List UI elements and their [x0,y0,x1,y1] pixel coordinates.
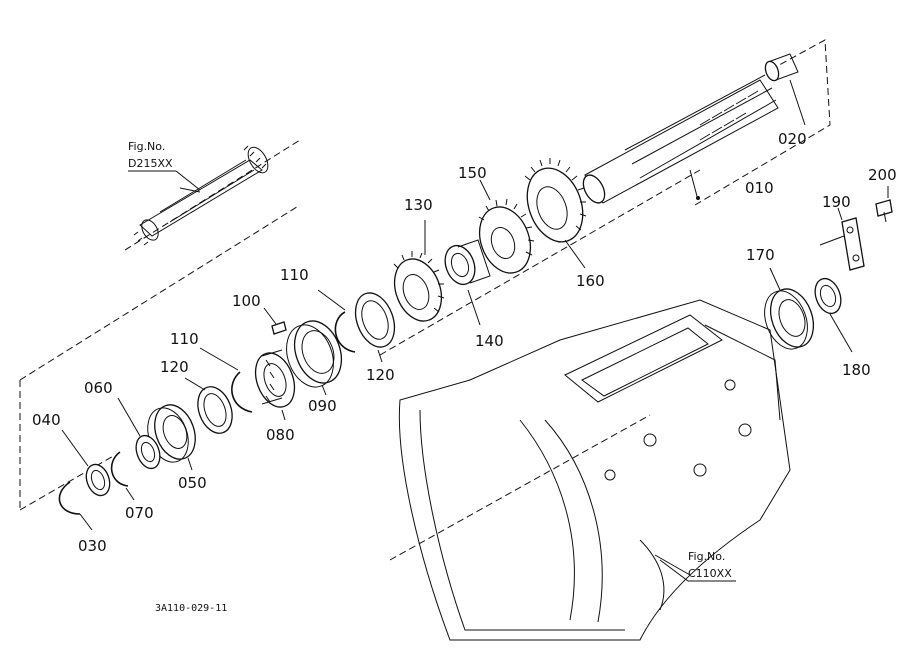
label-010: 010 [745,179,774,197]
main-shaft-010 [582,74,779,204]
label-200: 200 [868,166,897,184]
subfigure-shaft-d215 [124,139,301,251]
circlip-110-upper [317,289,356,353]
label-060: 060 [84,379,113,397]
label-070: 070 [125,504,154,522]
label-190: 190 [822,193,851,211]
bushing-020 [764,53,806,126]
fig-ref-label-top: Fig.No. [128,140,165,153]
circlip-070 [110,451,135,501]
transmission-case [398,299,791,641]
label-050: 050 [178,474,207,492]
label-130: 130 [404,196,433,214]
label-090: 090 [308,397,337,415]
fig-ref-label-bottom: Fig.No. [688,550,725,563]
gear-150 [478,179,535,274]
part-labels: 010 020 030 040 050 060 070 080 090 100 … [32,130,897,555]
label-040: 040 [32,411,61,429]
hub-090 [286,320,343,396]
label-120-lower: 120 [160,358,189,376]
drawing-code: 3A110-029-11 [155,603,227,614]
washer-040 [61,429,111,497]
label-120-upper: 120 [366,366,395,384]
circlip-110-lower [199,347,253,413]
label-110-lower: 110 [170,330,199,348]
fig-ref-c110[interactable]: Fig.No. C110XX [659,550,736,582]
plate-190 [819,207,865,271]
label-080: 080 [266,426,295,444]
label-110-upper: 110 [280,266,309,284]
label-100: 100 [232,292,261,310]
fig-ref-d215[interactable]: Fig.No. D215XX [128,140,201,191]
bearing-080 [254,349,296,421]
bearing-050 [147,404,196,471]
fig-ref-code-bottom[interactable]: C110XX [688,567,732,580]
fig-ref-code-top[interactable]: D215XX [128,157,173,170]
bolt-200 [875,186,893,223]
ring-120-upper [354,292,396,363]
circlip-030 [58,481,93,531]
label-170: 170 [746,246,775,264]
pin-100 [263,307,287,335]
bearing-170 [764,267,815,350]
washer-060 [117,397,161,470]
label-140: 140 [475,332,504,350]
assembly-outline [19,39,831,561]
label-160: 160 [576,272,605,290]
label-180: 180 [842,361,871,379]
label-030: 030 [78,537,107,555]
gear-160 [524,158,587,269]
label-150: 150 [458,164,487,182]
needle-bearing-140 [444,239,491,326]
gear-130 [393,220,445,322]
label-020: 020 [778,130,807,148]
ring-120-lower [184,377,233,434]
ring-180 [814,277,853,353]
